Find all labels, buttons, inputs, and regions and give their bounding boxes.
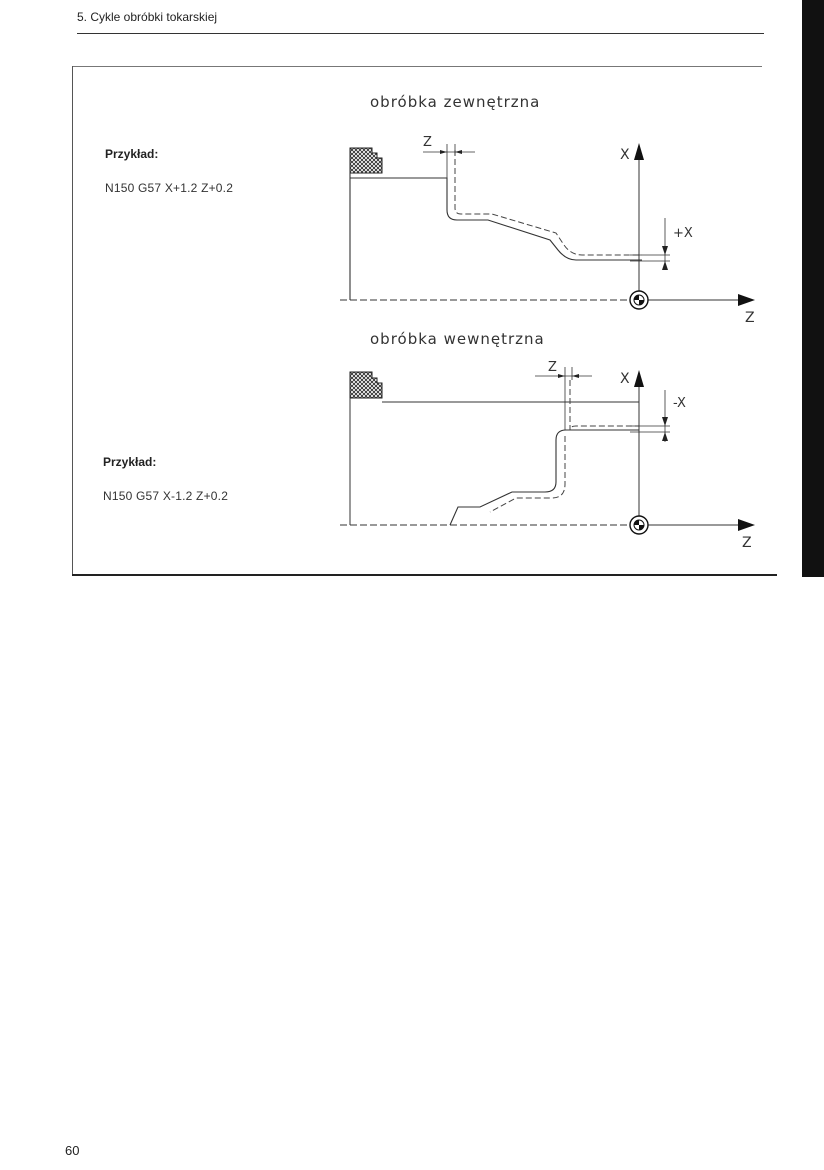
internal-x-axis-arrow — [634, 370, 644, 387]
internal-z-axis-label: Z — [742, 535, 752, 551]
internal-workpiece-contour — [449, 429, 639, 526]
external-z-axis-label: Z — [745, 310, 755, 326]
internal-origin-icon — [629, 515, 649, 535]
external-z-axis-arrow — [738, 294, 755, 306]
page-number: 60 — [65, 1143, 80, 1158]
internal-chuck-icon — [349, 371, 383, 399]
example-1-code: N150 G57 X+1.2 Z+0.2 — [105, 181, 234, 195]
external-origin-icon — [629, 290, 649, 310]
external-x-axis-arrow — [634, 143, 644, 160]
example-2-label: Przykład: — [103, 455, 157, 469]
internal-machining-diagram: obróbka wewnętrzna Z X -X Z — [340, 330, 755, 551]
machining-diagrams: obróbka zewnętrzna Z X +X Z — [340, 93, 755, 551]
external-machining-diagram: obróbka zewnętrzna Z X +X Z — [340, 93, 755, 326]
example-1-label: Przykład: — [105, 147, 159, 161]
example-2-code: N150 G57 X-1.2 Z+0.2 — [103, 489, 229, 503]
internal-z-axis-arrow — [738, 519, 755, 531]
internal-x-axis-label: X — [620, 371, 630, 387]
internal-diagram-title: obróbka wewnętrzna — [370, 330, 545, 348]
external-x-offset-label: +X — [673, 226, 693, 241]
external-chuck-icon — [349, 147, 383, 174]
internal-z-offset-label: Z — [548, 360, 557, 375]
external-diagram-title: obróbka zewnętrzna — [370, 93, 540, 111]
header-rule — [77, 33, 764, 34]
chapter-edge-tab — [802, 0, 824, 577]
chapter-header-title: 5. Cykle obróbki tokarskiej — [77, 10, 218, 24]
external-offset-contour — [454, 150, 642, 256]
figure-frame-left — [72, 66, 73, 574]
external-z-offset-label: Z — [423, 135, 432, 150]
external-x-axis-label: X — [620, 147, 630, 163]
internal-offset-contour — [489, 380, 639, 513]
figure-frame-bottom — [72, 574, 777, 576]
figure-frame-top — [72, 66, 762, 67]
internal-x-offset-label: -X — [673, 396, 686, 411]
external-workpiece-contour — [349, 173, 642, 300]
